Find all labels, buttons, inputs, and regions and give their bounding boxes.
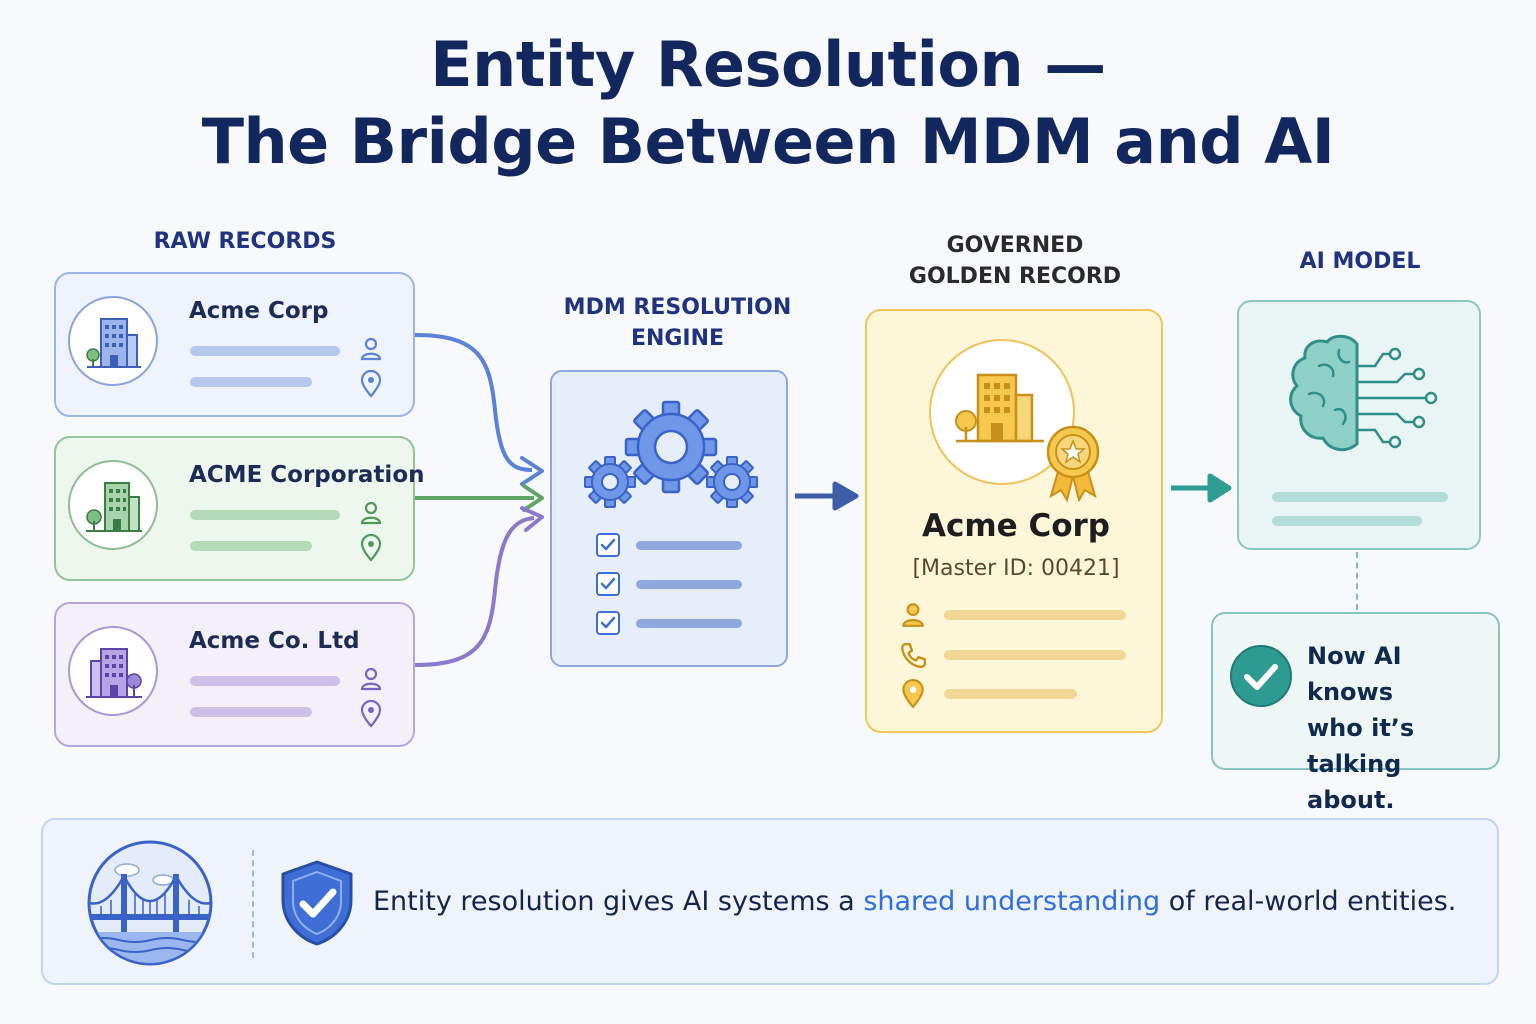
check-circle-icon	[1230, 645, 1292, 707]
summary-text-start: Entity resolution gives AI systems a	[373, 886, 864, 917]
placeholder-line	[636, 541, 742, 550]
building-circle	[68, 626, 158, 716]
arrow-raw-1-to-engine	[414, 333, 533, 472]
person-icon	[360, 337, 382, 361]
award-badge-icon	[1046, 425, 1100, 502]
building-icon	[86, 318, 141, 368]
engine-label-line-2: ENGINE	[630, 326, 725, 351]
person-icon	[360, 667, 382, 691]
arrow-head-raw-3	[520, 506, 544, 532]
placeholder-line	[190, 377, 312, 387]
ai-brain-icon	[1289, 334, 1438, 452]
placeholder-line	[636, 580, 742, 589]
building-circle	[68, 460, 158, 550]
golden-label-line-1: GOVERNED	[946, 233, 1084, 258]
golden-label-line-2: GOLDEN RECORD	[908, 264, 1122, 289]
building-circle	[68, 296, 158, 386]
summary-banner: Entity resolution gives AI systems a sha…	[41, 818, 1499, 985]
ai-model-card	[1237, 300, 1481, 550]
arrow-engine-to-golden	[795, 481, 859, 511]
building-icon	[955, 373, 1044, 443]
bridge-icon	[87, 840, 213, 966]
phone-icon	[901, 643, 927, 669]
summary-text-end: of real-world entities.	[1160, 886, 1457, 917]
building-icon	[86, 482, 142, 532]
raw-record-card: ACME Corporation	[54, 436, 425, 581]
checkbox-icon	[596, 533, 620, 557]
ai-knows-note-card: Now AI knows who it’s talking about.	[1211, 612, 1500, 814]
placeholder-line	[636, 619, 742, 628]
placeholder-line	[944, 610, 1126, 620]
placeholder-line	[190, 510, 340, 520]
note-line-2: who it’s	[1307, 714, 1415, 742]
page-title-line-1: Entity Resolution —	[430, 28, 1106, 101]
person-icon	[360, 501, 382, 525]
note-text: Now AI knows who it’s talking about.	[1307, 638, 1492, 818]
golden-record-label: GOVERNED GOLDEN RECORD	[860, 230, 1170, 292]
shield-check-icon	[281, 860, 353, 946]
golden-record-name: Acme Corp	[921, 508, 1110, 544]
placeholder-line	[1272, 516, 1422, 526]
arrow-golden-to-ai	[1171, 473, 1232, 503]
note-line-3: talking about.	[1307, 750, 1402, 814]
master-id: [Master ID: 00421]	[912, 556, 1120, 581]
person-icon	[902, 603, 924, 627]
summary-text: Entity resolution gives AI systems a sha…	[373, 886, 1456, 917]
raw-record-name: Acme Corp	[189, 298, 329, 324]
location-pin-icon	[902, 679, 924, 709]
placeholder-line	[190, 346, 340, 356]
checkbox-icon	[596, 611, 620, 635]
raw-records-label: RAW RECORDS	[153, 229, 337, 254]
engine-label: MDM RESOLUTION ENGINE	[540, 292, 815, 354]
engine-label-line-1: MDM RESOLUTION	[563, 295, 792, 320]
location-pin-icon	[360, 700, 382, 728]
location-pin-icon	[360, 534, 382, 562]
raw-record-card: Acme Corp	[54, 272, 415, 417]
placeholder-line	[190, 676, 340, 686]
arrow-raw-3-to-engine	[414, 516, 535, 667]
page-title-line-2: The Bridge Between MDM and AI	[201, 105, 1335, 178]
placeholder-line	[944, 689, 1077, 699]
gears-icon	[584, 400, 758, 508]
ai-model-label: AI MODEL	[1299, 249, 1421, 274]
connector-line	[1356, 552, 1358, 610]
mdm-engine-card	[550, 370, 788, 667]
checkbox-icon	[596, 572, 620, 596]
summary-highlight: shared understanding	[863, 886, 1161, 917]
placeholder-line	[944, 650, 1126, 660]
golden-record-card: Acme Corp [Master ID: 00421]	[865, 309, 1163, 733]
arrow-head-raw-2	[522, 484, 544, 512]
placeholder-line	[1272, 492, 1448, 502]
raw-record-name: Acme Co. Ltd	[189, 628, 360, 654]
location-pin-icon	[360, 370, 382, 398]
placeholder-line	[190, 541, 312, 551]
raw-record-name: ACME Corporation	[189, 462, 425, 488]
placeholder-line	[190, 707, 312, 717]
raw-record-card: Acme Co. Ltd	[54, 602, 415, 747]
arrow-head-raw-1	[520, 456, 544, 486]
note-line-1: Now AI knows	[1307, 642, 1402, 706]
divider	[252, 850, 254, 958]
building-icon	[86, 648, 142, 698]
